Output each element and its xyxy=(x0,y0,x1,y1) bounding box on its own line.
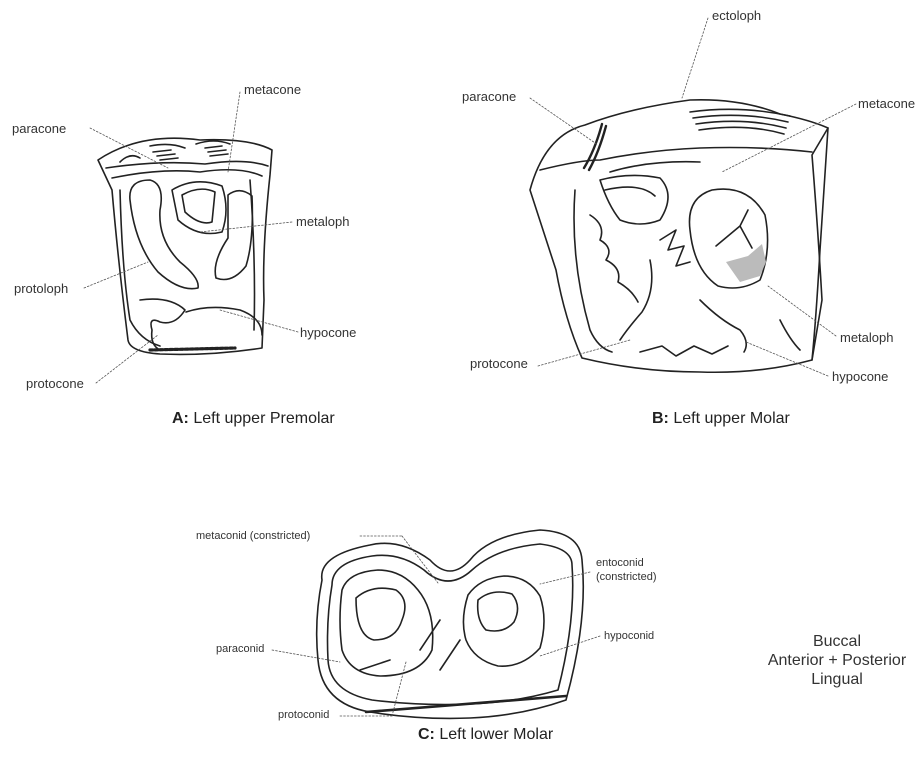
lower-molar-drawing xyxy=(317,530,584,718)
label-a-hypocone: hypocone xyxy=(300,325,356,340)
label-a-metacone: metacone xyxy=(244,82,301,97)
label-a-protocone: protocone xyxy=(26,376,84,391)
upper-molar-stipple xyxy=(726,244,766,282)
upper-molar-drawing xyxy=(530,100,828,372)
caption-a-letter: A: xyxy=(172,410,189,427)
caption-a: A: Left upper Premolar xyxy=(172,410,335,428)
caption-b: B: Left upper Molar xyxy=(652,410,790,428)
label-c-entoconid-2: (constricted) xyxy=(596,570,657,585)
label-b-protocone: protocone xyxy=(470,356,528,371)
caption-c: C: Left lower Molar xyxy=(418,726,553,744)
orientation-anterior-posterior: Anterior + Posterior xyxy=(752,651,922,670)
caption-c-letter: C: xyxy=(418,726,435,743)
label-c-metaconid: metaconid (constricted) xyxy=(196,529,310,544)
orientation-lingual: Lingual xyxy=(752,670,922,689)
label-b-hypocone: hypocone xyxy=(832,369,888,384)
label-b-metacone: metacone xyxy=(858,96,915,111)
label-a-protoloph: protoloph xyxy=(14,281,68,296)
orientation-legend: Buccal Anterior + Posterior Lingual xyxy=(752,632,922,689)
label-b-paracone: paracone xyxy=(462,89,516,104)
caption-b-text: Left upper Molar xyxy=(673,410,790,427)
label-b-metaloph: metaloph xyxy=(840,330,893,345)
label-a-paracone: paracone xyxy=(12,121,66,136)
premolar-drawing xyxy=(98,138,272,354)
label-b-ectoloph: ectoloph xyxy=(712,8,761,23)
label-c-entoconid-1: entoconid xyxy=(596,556,644,571)
label-c-paraconid: paraconid xyxy=(216,642,264,657)
orientation-buccal: Buccal xyxy=(752,632,922,651)
caption-c-text: Left lower Molar xyxy=(439,726,553,743)
caption-b-letter: B: xyxy=(652,410,669,427)
label-c-protoconid: protoconid xyxy=(278,708,329,723)
label-c-hypoconid: hypoconid xyxy=(604,629,654,644)
label-a-metaloph: metaloph xyxy=(296,214,349,229)
caption-a-text: Left upper Premolar xyxy=(193,410,334,427)
